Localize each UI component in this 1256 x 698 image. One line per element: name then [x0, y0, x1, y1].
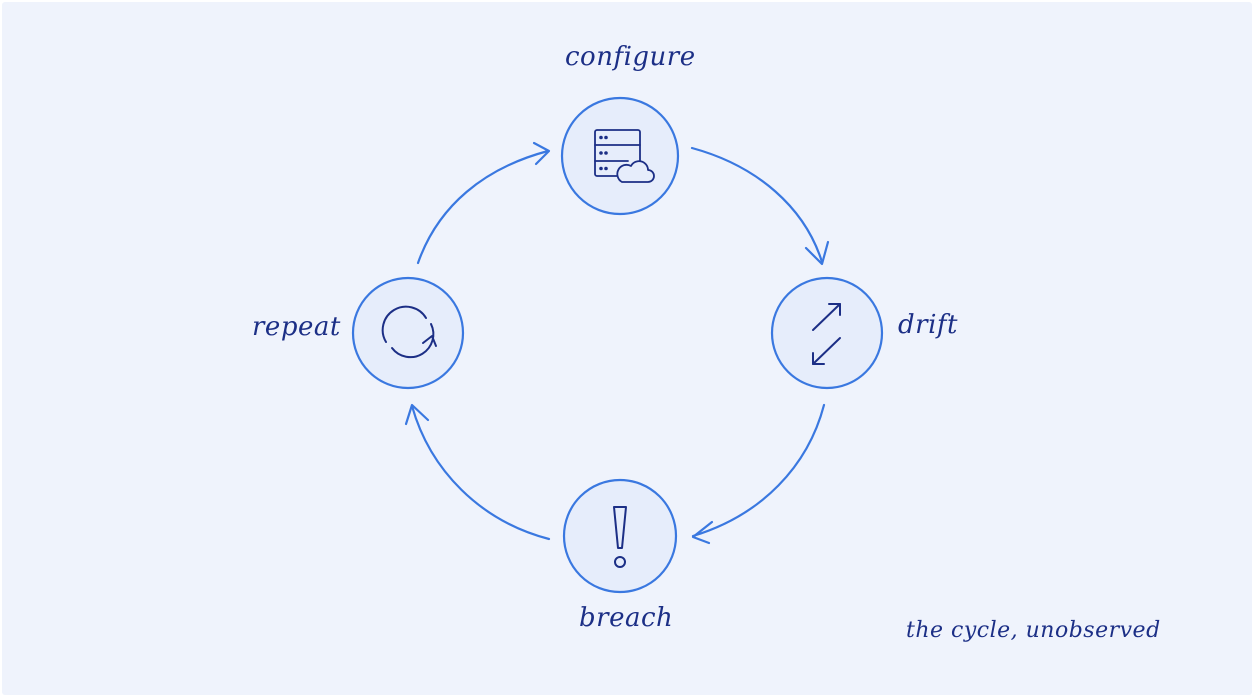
edge-configure-to-drift	[690, 146, 830, 266]
node-label-configure: configure	[565, 42, 696, 72]
node-label-repeat: repeat	[252, 312, 341, 342]
node-label-drift: drift	[898, 310, 958, 340]
edge-drift-to-breach	[691, 403, 826, 545]
exclamation-icon	[613, 506, 627, 568]
arrows-diagonal-icon	[812, 303, 841, 365]
node-repeat	[351, 276, 465, 390]
node-drift	[770, 276, 884, 390]
diagram-caption: the cycle, unobserved	[906, 618, 1161, 643]
edge-repeat-to-configure	[416, 141, 551, 265]
node-breach	[562, 478, 678, 594]
server-cloud-icon	[594, 129, 655, 183]
node-label-breach: breach	[579, 603, 674, 633]
node-configure	[560, 96, 680, 216]
refresh-icon	[381, 305, 437, 359]
edge-breach-to-repeat	[404, 403, 551, 541]
